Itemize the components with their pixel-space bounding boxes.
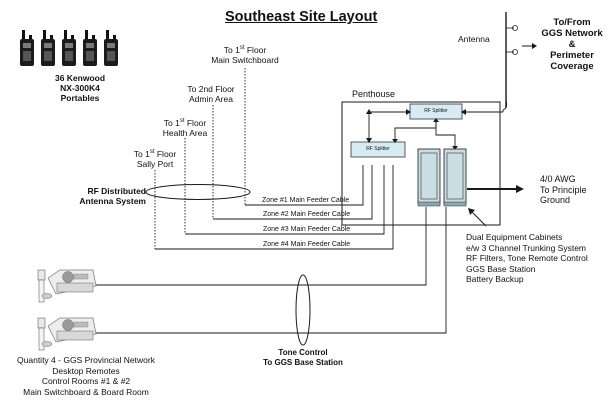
cabinets-label-line3: RF Filters, Tone Remote Control [466,253,588,263]
portables-label: 36 Kenwood NX-300K4 Portables [30,73,130,103]
network-label-line4: Perimeter [550,50,594,61]
link-arrowheads [366,109,466,150]
remotes-label-line4: Main Switchboard & Board Room [23,386,149,397]
network-label-line5: Coverage [550,61,594,72]
cabinets-label-line5: Battery Backup [466,274,524,284]
desktop-remote-1 [37,269,97,303]
admin-area-line1: To 2nd Floor [187,84,235,94]
floor-label-main-switchboard: To 1st Floor Main Switchboard [200,45,290,65]
main-switchboard-line1-post: Floor [244,45,267,55]
main-switchboard-line2: Main Switchboard [211,55,279,65]
network-label-line2: GGS Network [541,28,603,39]
sally-port-line1-pre: To 1 [133,149,150,159]
feeder-cable-zone-3 [185,165,385,235]
floor-label-sally-port: To 1st Floor Sally Port [120,149,190,169]
das-label-line2: Antenna System [79,196,146,206]
floor-drop-lines [154,68,246,249]
feeder-cable-zone-1 [245,165,364,206]
feeder-label-zone-3: Zone #3 Main Feeder Cable [263,226,351,233]
page-title: Southeast Site Layout [225,9,378,25]
feeder-label-zone-1: Zone #1 Main Feeder Cable [262,197,350,204]
penthouse-label: Penthouse [352,89,396,99]
tone-control-label: Tone Control To GGS Base Station [248,348,358,368]
cabinets-label-line1: Dual Equipment Cabinets [466,232,563,242]
portable-radio-icon [41,30,55,66]
antenna-icon [502,12,518,111]
main-switchboard-line1-sup: st [239,45,245,52]
rf-splitter-upper-label: RF Splitter [424,108,448,114]
feeder-cable-zone-2 [213,165,373,220]
antenna-label: Antenna [458,34,490,44]
rf-splitter-lower-label: RF Splitter [366,146,390,152]
cabinets-label-line2: e/w 3 Channel Trunking System [466,242,587,253]
floor-label-health-area: To 1st Floor Health Area [150,118,220,138]
portable-radio-icon [62,30,76,66]
sally-port-line1-sup: st [149,149,155,156]
portable-radios-group [20,30,118,66]
equipment-cabinets [417,148,467,207]
portable-radio-icon [83,30,97,66]
tone-control-ellipse [295,274,311,346]
cabinets-label-line4: GGS Base Station [466,263,536,274]
feeder-label-zone-2: Zone #2 Main Feeder Cable [263,211,351,218]
tone-control-line1: Tone Control [278,348,328,357]
das-ellipse [145,184,251,200]
sally-port-line2: Sally Port [136,159,174,169]
network-link-arrowhead [532,43,537,49]
tone-control-line2: To GGS Base Station [263,358,343,367]
network-label-line3: & [568,39,576,50]
ground-label-line2: To Principle [540,184,587,195]
floor-label-admin-area: To 2nd Floor Admin Area [176,84,246,104]
main-switchboard-line1-pre: To 1 [223,45,240,55]
ground-label-line1: 4/0 AWG [540,174,576,184]
portable-radio-icon [20,30,34,66]
health-area-line1-sup: st [179,118,185,125]
das-label: RF Distributed Antenna System [74,186,146,206]
network-label: To/From GGS Network & Perimeter Coverage [534,17,610,72]
portables-label-line3: Portables [60,93,100,103]
portable-radio-icon [104,30,118,66]
remotes-label: Quantity 4 - GGS Provincial Network Desk… [0,355,172,397]
remotes-label-line1: Quantity 4 - GGS Provincial Network [17,355,155,365]
tone-line-1 [96,207,427,286]
desktop-remote-2 [37,317,97,351]
network-label-line1: To/From [553,17,591,28]
cabinet-pointer-line [470,210,487,227]
health-area-line1-post: Floor [184,118,207,128]
admin-area-line2: Admin Area [189,94,233,104]
feeder-cables [155,165,394,250]
remotes-label-line3: Control Rooms #1 & #2 [41,376,131,386]
penthouse-box [341,101,501,226]
das-label-line1: RF Distributed [87,186,146,196]
ground-arrowhead [516,185,524,193]
cabinet-pointer-arrowhead [468,208,475,215]
feeder-cable-zone-4 [155,165,394,250]
tone-line-2 [96,207,447,334]
cabinets-label: Dual Equipment Cabinets e/w 3 Channel Tr… [466,232,588,285]
health-area-line2: Health Area [162,128,208,138]
portables-label-line1: 36 Kenwood [54,73,106,83]
ground-label-line3: Ground [540,195,571,205]
splitter-links [368,110,504,148]
portables-label-line2: NX-300K4 [60,83,100,93]
health-area-line1-pre: To 1 [163,118,180,128]
rf-splitter-lower [350,141,406,158]
sally-port-line1-post: Floor [154,149,177,159]
feeder-label-zone-4: Zone #4 Main Feeder Cable [263,241,351,248]
remotes-label-line2: Desktop Remotes [52,365,120,376]
ground-label: 4/0 AWG To Principle Ground [540,174,587,206]
tone-control-lines [96,207,447,334]
